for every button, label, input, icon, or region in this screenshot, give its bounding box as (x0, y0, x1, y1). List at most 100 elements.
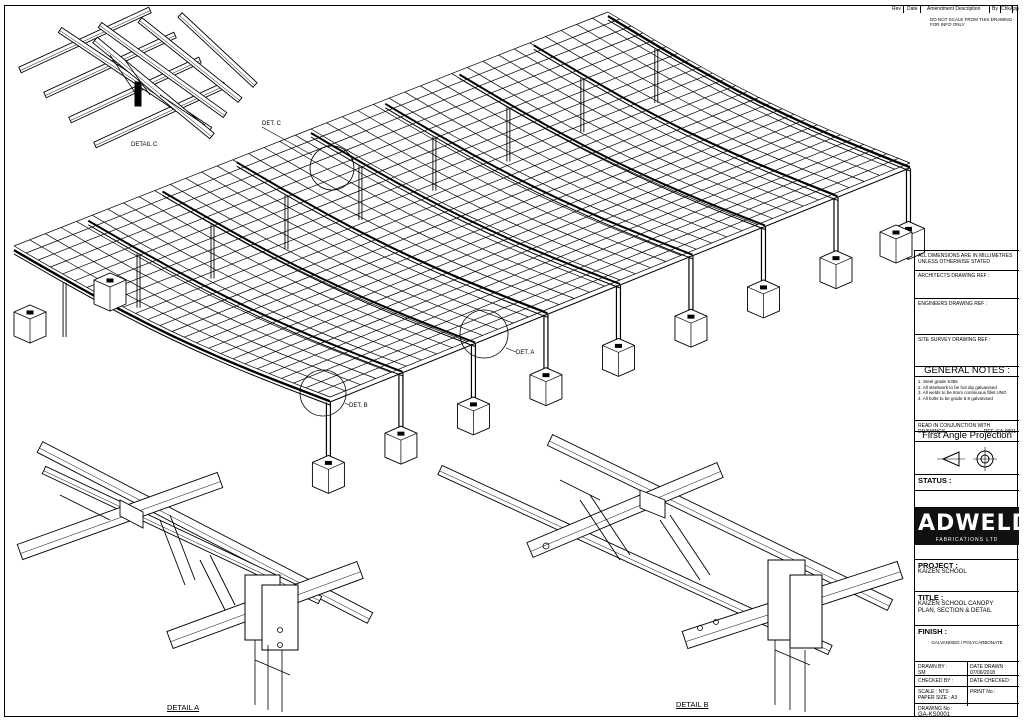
column-footing (456, 396, 490, 436)
general-notes-text: 1. Steel grade S355 2. All steelwork to … (915, 376, 1019, 420)
rev-header: Rev (890, 5, 904, 13)
roof-grid-line-cross (26, 18, 620, 254)
base-plate (759, 285, 767, 290)
column-footing (747, 279, 780, 319)
survey-ref: SITE SURVEY DRAWING REF : (915, 334, 1019, 366)
detail-c-caption: DETAIL C (131, 142, 158, 148)
roof-grid-line-cross (135, 79, 725, 314)
date-drawn-value: 07/06/2018 (970, 670, 996, 676)
roof-grid-line-cross (111, 66, 702, 302)
roof-grid-line-cross (305, 153, 887, 389)
detail-a-cleat (261, 584, 299, 651)
roof-grid-line-long (29, 239, 346, 392)
date-drawn-label: DATE DRAWN : (970, 664, 1006, 670)
roof-right-fascia (607, 16, 911, 169)
detail-c-rail-edge (179, 15, 255, 86)
roof-grid-line-long (607, 11, 911, 164)
detail-c-rail (177, 12, 258, 88)
roof-grid-line-long (45, 233, 361, 386)
detail-c-truss-top (92, 36, 215, 140)
first-angle-label: First Angle Projection (915, 431, 1019, 441)
arch-ref: ARCHITECTS DRAWING REF : (915, 270, 1019, 298)
roof-grid-line-cross (269, 139, 853, 374)
roof-grid-line-cross (220, 119, 806, 354)
rafter-truss (458, 73, 766, 227)
drawing-no-value: GA-KS0001 (918, 712, 951, 718)
detail-b-lattice (559, 479, 711, 581)
base-plate (397, 431, 405, 436)
detail-b-cleat (789, 574, 823, 649)
column-footing (311, 454, 345, 494)
rafter-truss (310, 132, 621, 285)
detail-b-bolt (774, 640, 811, 712)
roof-grid-line-cross (184, 102, 771, 338)
read-conjunction: READ IN CONJUNCTION WITH DRAWINGS REF. G… (915, 420, 1019, 435)
detail-b-connector (639, 489, 666, 519)
drawing-no-row: DRAWING No : GA-KS0001 (915, 703, 1019, 718)
amendment-header: Amendment Description (925, 5, 990, 13)
first-angle-projection-icon (937, 447, 997, 471)
rafter-chord (13, 253, 331, 406)
base-plate (614, 343, 622, 348)
roof-grid-line-cross (50, 32, 643, 268)
projection-symbol (915, 441, 1019, 474)
roof-grid-line-cross (62, 39, 655, 275)
eng-ref: ENGINEERS DRAWING REF : (915, 298, 1019, 334)
roof-grid-line-cross (13, 11, 609, 247)
detail-c-view (18, 6, 258, 149)
title-line-2: PLAN, SECTION & DETAIL (918, 608, 992, 614)
rafter-truss (236, 161, 548, 315)
sheet-border (4, 5, 1018, 717)
detail-c-rail-edge (139, 20, 240, 101)
leader-a (505, 347, 517, 353)
rafter-chord (607, 19, 911, 172)
footing-edge (457, 403, 490, 435)
rafter-chord (236, 165, 548, 318)
read-conjunction-ref: REF. GA-0001 (983, 429, 1016, 435)
roof-grid-line-cross (293, 148, 876, 384)
base-plate (106, 278, 114, 283)
base-plate (542, 373, 550, 378)
detail-b-rafter-top (546, 434, 894, 611)
rafter-truss (533, 44, 838, 198)
column-footing (384, 425, 418, 465)
scale-note: DO NOT SCALE FROM THIS DRAWING - FOR INF… (930, 17, 1015, 27)
roof-grid-line-cross (171, 97, 760, 332)
roof-grid-line-cross (329, 162, 911, 398)
rafter-truss (607, 15, 911, 168)
footing-edge (13, 311, 47, 343)
callout-circle-b (299, 369, 347, 417)
by-header: By (990, 5, 1001, 13)
paper-value: A3 (951, 695, 958, 701)
detail-b-bolt-hole (542, 542, 550, 550)
column-footing (879, 224, 913, 264)
roof-left-fascia (13, 250, 331, 403)
title-box: TITLE : KAIZEN SCHOOL CANOPY PLAN, SECTI… (915, 591, 1019, 625)
dims-note: ALL DIMENSIONS ARE IN MILLIMETRES UNLESS… (915, 250, 1019, 270)
date-header: Date (905, 5, 921, 13)
roof-grid-line-cross (147, 85, 736, 320)
roof-grid-line-long (529, 42, 834, 195)
company-logo: ADWELD FABRICATIONS LTD (915, 507, 1024, 545)
roof-front-fascia (329, 167, 911, 403)
project-box: PROJECT : KAIZEN SCHOOL (915, 559, 1019, 591)
rafter-truss (13, 249, 331, 402)
roof-grid-line-cross (159, 91, 748, 326)
detail-a-lattice (59, 494, 236, 611)
roof-grid-line-cross (74, 46, 667, 282)
detail-a-title: DETAIL A (167, 703, 200, 712)
roof-grid-line-cross (208, 113, 794, 349)
status-box (915, 490, 1019, 507)
project-value: KAIZEN SCHOOL (918, 569, 967, 575)
detail-b-bolt-hole (713, 619, 719, 625)
rafter-chord (385, 107, 693, 260)
logo-wordmark: ADWELD (918, 511, 1024, 536)
paper-label: PAPER SIZE : (918, 695, 950, 701)
roof-grid-line-long (545, 36, 850, 188)
rafter-chord (310, 136, 621, 289)
base-plate (469, 402, 477, 407)
base-plate (832, 256, 840, 261)
drawn-row: DRAWN BY : SM DATE DRAWN : 07/06/2018 (915, 661, 1019, 678)
roof-grid-line-long (123, 202, 437, 355)
detail-b-view (437, 434, 904, 712)
